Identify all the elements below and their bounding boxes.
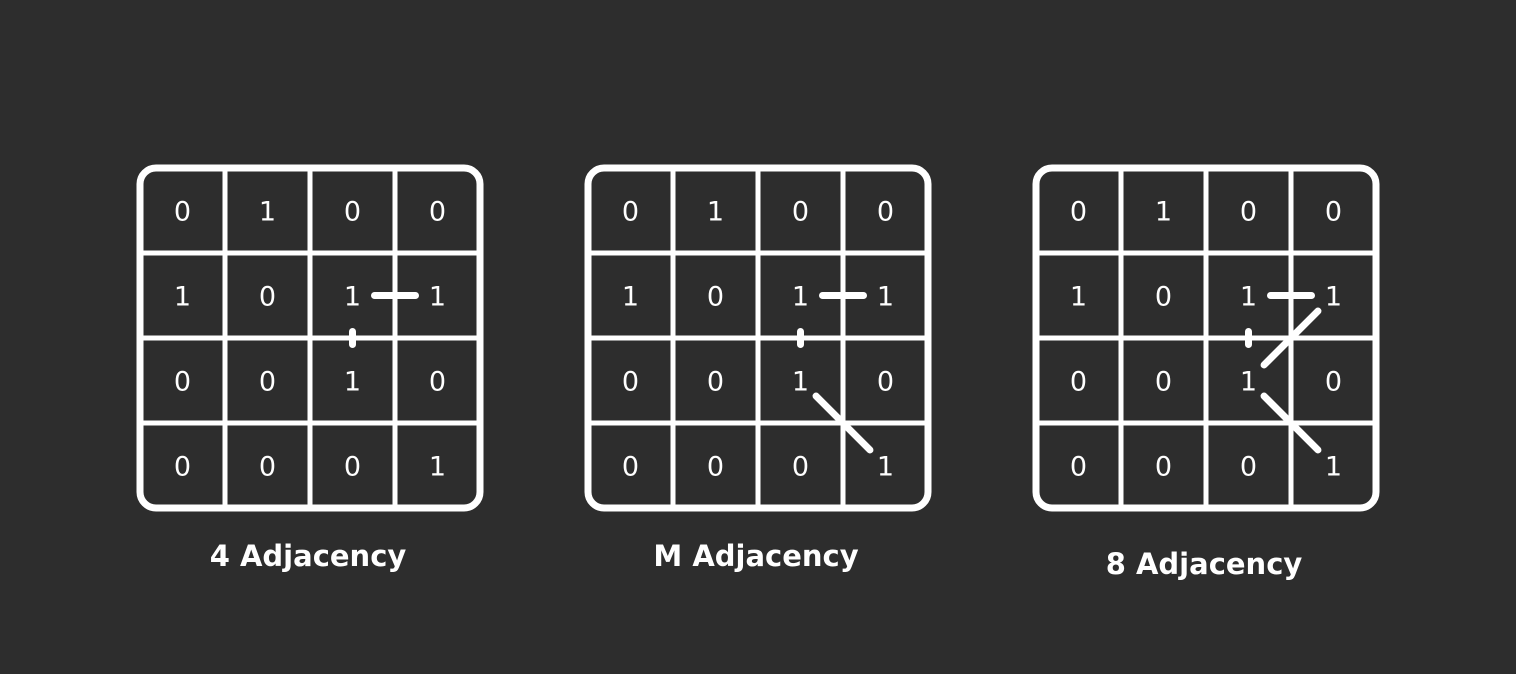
grid-cell-value: 1 xyxy=(429,452,446,483)
grid-cell-value: 1 xyxy=(792,282,809,313)
grid-cell-value: 0 xyxy=(1155,282,1172,313)
grid-cell-value: 1 xyxy=(429,282,446,313)
grid-cell-value: 0 xyxy=(622,452,639,483)
grid-cell-value: 0 xyxy=(622,197,639,228)
grid-cell-value: 0 xyxy=(877,197,894,228)
grid-cell-value: 0 xyxy=(792,452,809,483)
grid-cell-value: 0 xyxy=(174,367,191,398)
grid-cell-value: 0 xyxy=(174,452,191,483)
grid-cell-value: 0 xyxy=(174,197,191,228)
grid-cell-value: 0 xyxy=(1155,452,1172,483)
adjacency-panel: 0 1 0 0 1 0 1 1 0 0 1 0 0 0 0 1 8 Adjacency xyxy=(1032,164,1380,581)
grid-cell-value: 0 xyxy=(259,367,276,398)
grid-cell-value: 1 xyxy=(1325,282,1342,313)
grid-cell-value: 0 xyxy=(429,197,446,228)
grid-cell-value: 1 xyxy=(1070,282,1087,313)
grid-cell-value: 0 xyxy=(1325,197,1342,228)
grid-cell-value: 0 xyxy=(877,367,894,398)
panel-caption: M Adjacency xyxy=(653,539,858,573)
grid-cell-value: 0 xyxy=(792,197,809,228)
grid-cell-value: 1 xyxy=(792,367,809,398)
adjacency-link xyxy=(1260,392,1322,454)
grid-cell-value: 1 xyxy=(1240,367,1257,398)
grid-cell-value: 1 xyxy=(1240,282,1257,313)
grid-cell-value: 0 xyxy=(259,452,276,483)
grid-cell-value: 0 xyxy=(1070,452,1087,483)
grid-cell-value: 0 xyxy=(429,367,446,398)
grid-cell-value: 0 xyxy=(1070,367,1087,398)
grid-cell-value: 0 xyxy=(1240,452,1257,483)
grid-cell-value: 1 xyxy=(174,282,191,313)
grid-cell-value: 1 xyxy=(1155,197,1172,228)
grid-cell-value: 1 xyxy=(344,282,361,313)
panel-caption: 4 Adjacency xyxy=(210,539,407,573)
adjacency-panel: 0 1 0 0 1 0 1 1 0 0 1 0 0 0 0 1 M Adjacency xyxy=(584,164,932,573)
grid-cell-value: 0 xyxy=(1070,197,1087,228)
grid-cell-value: 0 xyxy=(707,282,724,313)
grid-cell-value: 1 xyxy=(344,367,361,398)
grid-cell-value: 0 xyxy=(707,367,724,398)
grid-cell-value: 0 xyxy=(259,282,276,313)
grid-cell-value: 0 xyxy=(1155,367,1172,398)
adjacency-panel: 0 1 0 0 1 0 1 1 0 0 1 0 0 0 0 1 4 Adjacency xyxy=(136,164,484,573)
grid-cell-value: 0 xyxy=(1240,197,1257,228)
adjacency-link xyxy=(1260,307,1322,369)
grid-cell-value: 0 xyxy=(707,452,724,483)
grid-cell-value: 0 xyxy=(622,367,639,398)
grid-cell-value: 1 xyxy=(877,282,894,313)
grid-cell-value: 1 xyxy=(622,282,639,313)
grid-cell-value: 1 xyxy=(259,197,276,228)
grid-cell-value: 0 xyxy=(1325,367,1342,398)
grid-cell-value: 0 xyxy=(344,197,361,228)
grid-cell-value: 1 xyxy=(707,197,724,228)
grid-cell-value: 1 xyxy=(877,452,894,483)
adjacency-link xyxy=(812,392,874,454)
grid-cell-value: 1 xyxy=(1325,452,1342,483)
grid-cell-value: 0 xyxy=(344,452,361,483)
panel-caption: 8 Adjacency xyxy=(1106,547,1303,581)
